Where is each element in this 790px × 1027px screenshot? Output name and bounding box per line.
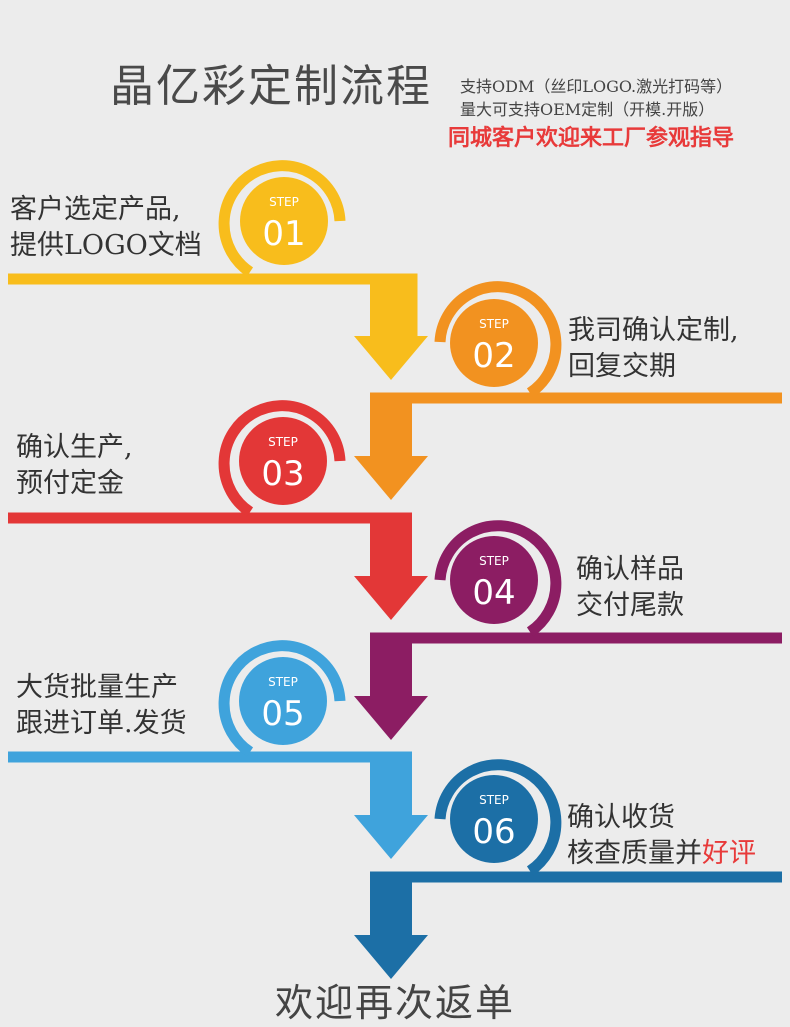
step-6-arrow — [354, 935, 428, 979]
step-5-label-line1: 大货批量生产 — [16, 672, 178, 703]
step-6-label-line2-text: 核查质量并 — [567, 838, 702, 869]
step-6-tag: STEP — [479, 793, 509, 807]
page-title: 晶亿彩定制流程 — [110, 61, 432, 112]
step-6-label-highlight: 好评 — [702, 838, 756, 869]
step-5-arrow — [354, 815, 428, 859]
step-6-shapes — [354, 759, 782, 979]
step-3-label-line2: 预付定金 — [16, 468, 124, 499]
step-3-tag: STEP — [268, 435, 298, 449]
step-1-shapes — [8, 160, 428, 380]
step-4-tag: STEP — [479, 554, 509, 568]
step-5-shapes — [8, 640, 428, 859]
step-4-label-line1: 确认样品 — [576, 554, 684, 585]
step-2-badge — [450, 299, 538, 387]
step-3-ring — [218, 400, 346, 517]
step-5-label: 大货批量生产 跟进订单.发货 — [16, 670, 187, 742]
step-6-number: 06 — [472, 812, 515, 852]
step-6-label: 确认收货 核查质量并好评 — [567, 800, 756, 872]
step-4-badge — [450, 536, 538, 624]
step-4-number: 04 — [472, 573, 515, 613]
step-2-label-line1: 我司确认定制, — [568, 315, 739, 346]
step-2-number: 02 — [472, 336, 515, 376]
step-1-tag: STEP — [269, 195, 299, 209]
step-1-track — [8, 273, 418, 336]
step-4-label: 确认样品 交付尾款 — [576, 552, 684, 624]
step-5-label-line2: 跟进订单.发货 — [16, 708, 187, 739]
step-3-label-line1: 确认生产, — [16, 432, 133, 463]
odm-support-text: 支持ODM（丝印LOGO.激光打码等） — [460, 77, 733, 96]
step-5-number: 05 — [261, 694, 304, 734]
step-1-label: 客户选定产品, 提供LOGO文档 — [10, 192, 202, 264]
step-4-shapes — [354, 520, 782, 740]
step-4-arrow — [354, 696, 428, 740]
step-6-badge — [450, 775, 538, 863]
step-1-number: 01 — [262, 214, 305, 254]
step-3-badge — [239, 417, 327, 505]
step-3-label: 确认生产, 预付定金 — [16, 430, 133, 502]
step-6-label-line1: 确认收货 — [567, 802, 675, 833]
step-1-label-line1: 客户选定产品, — [10, 194, 181, 225]
footer-text: 欢迎再次返单 — [274, 981, 515, 1025]
step-3-arrow — [354, 576, 428, 620]
step-1-badge — [240, 177, 328, 265]
step-3-number: 03 — [261, 454, 304, 494]
step-2-arrow — [354, 456, 428, 500]
step-3-shapes — [8, 400, 428, 620]
step-2-ring — [434, 281, 562, 398]
step-5-tag: STEP — [268, 675, 298, 689]
step-2-label-line2: 回复交期 — [568, 351, 676, 382]
step-1-label-line2: 提供LOGO文档 — [10, 230, 202, 261]
step-1-arrow-shaft — [370, 279, 412, 339]
step-1-ring — [218, 160, 346, 277]
visit-factory-note: 同城客户欢迎来工厂参观指导 — [448, 126, 735, 151]
step-4-ring — [434, 520, 562, 637]
step-2-tag: STEP — [479, 317, 509, 331]
oem-support-text: 量大可支持OEM定制（开模.开版） — [460, 100, 715, 119]
step-1-arrow — [354, 336, 428, 380]
step-6-ring — [434, 759, 562, 876]
step-4-label-line2: 交付尾款 — [576, 590, 684, 621]
step-2-label: 我司确认定制, 回复交期 — [568, 313, 739, 385]
step-5-badge — [239, 657, 327, 745]
step-3-arrow-shaft — [370, 513, 412, 576]
step-5-arrow-shaft — [370, 752, 412, 815]
step-2-shapes — [354, 281, 782, 500]
step-5-ring — [218, 640, 346, 757]
step-6-label-line2: 核查质量并好评 — [567, 836, 756, 872]
